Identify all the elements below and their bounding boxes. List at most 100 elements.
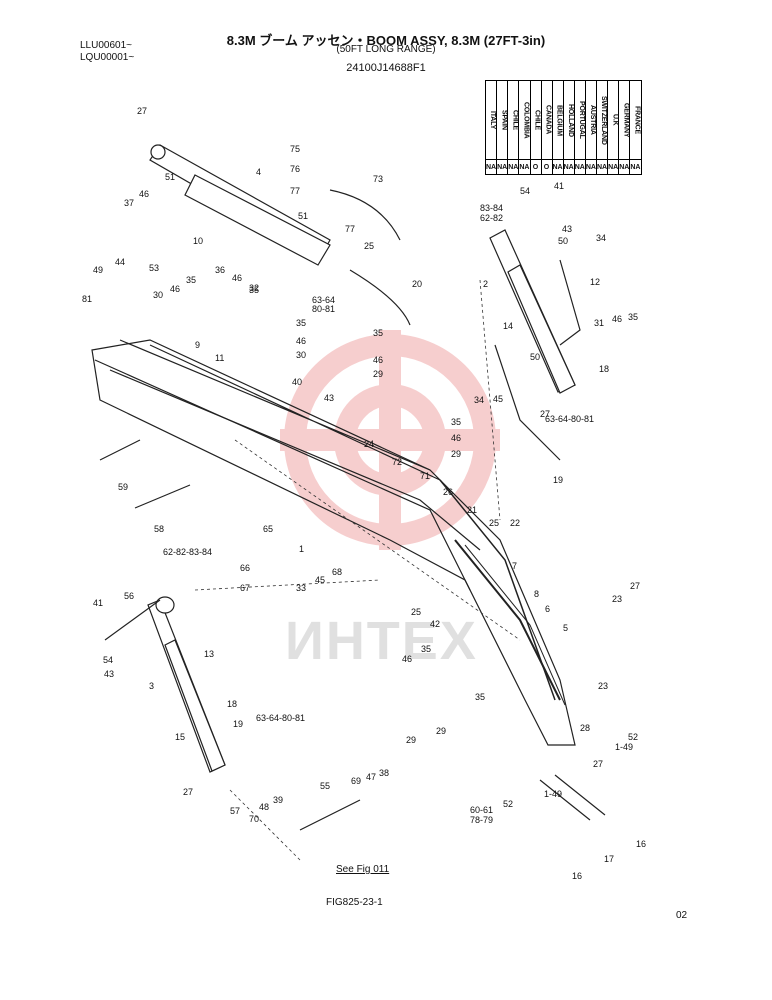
boom-cylinder-left <box>147 596 226 773</box>
country-name-cell: CHILE <box>507 80 520 160</box>
part-callout-label: 52 <box>628 732 639 742</box>
part-callout-label: 46 <box>402 654 413 664</box>
part-callout-label: 62-82 <box>480 213 504 223</box>
part-callout-label: 11 <box>215 353 225 363</box>
figure-title: 8.3M ブーム アッセン・BOOM ASSY, 8.3M (27FT-3in) <box>226 33 546 48</box>
country-value-cell: NA <box>496 159 509 175</box>
part-callout-label: 3 <box>149 681 155 691</box>
page-number: 02 <box>676 910 688 921</box>
part-callout-label: 46 <box>170 284 181 294</box>
boom-cylinder-right <box>489 229 576 394</box>
part-callout-label: 42 <box>430 619 441 629</box>
part-callout-label: 27 <box>593 759 604 769</box>
boom-outline <box>91 339 576 746</box>
part-callout-label: 27 <box>630 581 641 591</box>
part-callout-label: 40 <box>292 377 303 387</box>
country-name-cell: AUSTRIA <box>584 80 598 160</box>
part-callout-label: 5 <box>563 623 569 633</box>
part-callout-label: 71 <box>420 471 431 481</box>
part-callout-label: 67 <box>240 583 251 593</box>
country-value-cell: NA <box>573 159 586 175</box>
part-callout-label: 77 <box>345 224 356 234</box>
part-callout-label: 62-82-83-84 <box>163 547 213 557</box>
part-callout-label: 38 <box>379 768 390 778</box>
part-callout-label: 80-81 <box>312 304 336 314</box>
part-callout-label: 63-64 <box>312 295 336 305</box>
part-callout-label: 6 <box>545 604 551 614</box>
part-callout-label: 32 <box>249 283 260 293</box>
country-name-cell: COLOMBIA <box>518 80 531 160</box>
part-callout-label: 39 <box>273 795 284 805</box>
part-callout-label: 22 <box>510 518 521 528</box>
arm-cylinder <box>149 144 331 266</box>
part-callout-label: 27 <box>137 106 148 116</box>
part-callout-label: 31 <box>594 318 605 328</box>
part-callout-label: 81 <box>82 294 93 304</box>
part-callout-label: 29 <box>373 369 384 379</box>
part-callout-label: 51 <box>298 211 309 221</box>
country-value-cell: O <box>529 159 542 175</box>
part-callout-label: 2 <box>483 279 489 289</box>
part-callout-label: 16 <box>572 871 583 881</box>
part-callout-label: 54 <box>520 186 531 196</box>
part-callout-label: 25 <box>364 241 375 251</box>
part-callout-label: 4 <box>256 167 262 177</box>
part-callout-label: 33 <box>296 583 307 593</box>
part-callout-label: 23 <box>598 681 609 691</box>
part-callout-label: 43 <box>562 224 573 234</box>
part-callout-label: 23 <box>612 594 623 604</box>
part-callout-label: 25 <box>489 518 500 528</box>
part-callout-label: 78-79 <box>470 815 494 825</box>
country-value-cell: NA <box>629 159 642 175</box>
part-callout-label: 46 <box>232 273 243 283</box>
part-callout-label: 21 <box>467 505 478 515</box>
part-callout-label: 8 <box>534 589 540 599</box>
part-callout-label: 76 <box>290 164 301 174</box>
part-callout-label: 57 <box>230 806 241 816</box>
part-callout-label: 69 <box>351 776 362 786</box>
country-name-cell: SWITZERLAND <box>595 80 609 160</box>
part-callout-label: 77 <box>290 186 301 196</box>
part-callout-label: 30 <box>153 290 164 300</box>
part-callout-label: 58 <box>154 524 165 534</box>
part-callout-label: 29 <box>436 726 447 736</box>
part-callout-label: 17 <box>604 854 615 864</box>
part-callout-label: 27 <box>540 409 551 419</box>
country-value-cell: NA <box>507 159 520 175</box>
part-callout-label: 35 <box>475 692 486 702</box>
country-name-cell: CANADA <box>540 80 553 160</box>
part-callout-label: 46 <box>451 433 462 443</box>
dashed-connectors <box>194 279 521 861</box>
serial-range: LQU00001~ <box>80 52 135 63</box>
part-callout-label: 35 <box>451 417 462 427</box>
part-callout-label: 15 <box>175 732 186 742</box>
country-value-cell: NA <box>584 159 598 175</box>
part-callout-label: 48 <box>259 802 270 812</box>
part-callout-label: 27 <box>183 787 194 797</box>
part-callout-label: 34 <box>474 395 485 405</box>
part-callout-label: 60-61 <box>470 805 494 815</box>
part-callout-label: 63-64-80-81 <box>545 414 595 424</box>
part-callout-label: 35 <box>186 275 197 285</box>
part-callout-label: 56 <box>124 591 135 601</box>
part-callout-label: 63-64-80-81 <box>256 713 306 723</box>
pins-and-hoses <box>99 189 606 831</box>
part-callout-label: 41 <box>554 181 565 191</box>
part-callout-label: 7 <box>512 561 518 571</box>
part-callout-label: 46 <box>373 355 384 365</box>
country-name-cell: GERMANY <box>618 80 631 160</box>
country-name-cell: FRANCE <box>629 80 642 160</box>
part-callout-label: 49 <box>93 265 104 275</box>
country-value-cell: NA <box>484 159 498 175</box>
part-callout-label: 52 <box>503 799 514 809</box>
part-callout-label: 45 <box>315 575 326 585</box>
part-callout-label: 73 <box>373 174 384 184</box>
part-callout-label: 29 <box>451 449 462 459</box>
part-callout-label: 35 <box>628 312 639 322</box>
part-callout-label: 26 <box>443 487 454 497</box>
country-value-cell: NA <box>551 159 564 175</box>
part-callout-label: 53 <box>149 263 160 273</box>
